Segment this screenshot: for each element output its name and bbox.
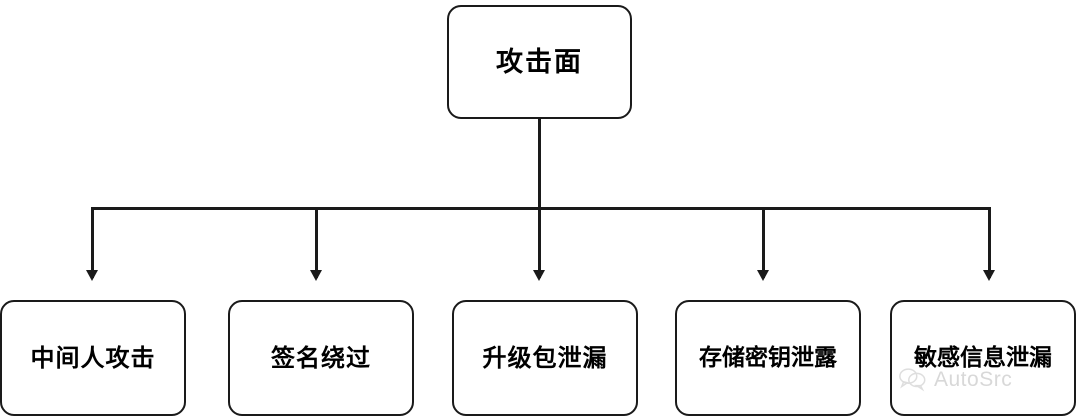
node-root-attack-surface[interactable]: 攻击面 [447,5,632,119]
arrowhead-child-1 [86,270,98,281]
node-child-stored-key-leak[interactable]: 存储密钥泄露 [675,300,861,416]
arrowhead-child-3 [533,270,545,281]
node-child-label: 敏感信息泄漏 [914,344,1052,371]
node-child-label: 升级包泄漏 [482,344,608,372]
node-child-upgrade-package-leak[interactable]: 升级包泄漏 [452,300,638,416]
connector-horizontal-bus [92,207,991,210]
connector-drop-child-5 [988,207,991,278]
node-child-sensitive-info-leak[interactable]: 敏感信息泄漏 [890,300,1076,416]
node-root-label: 攻击面 [496,46,583,78]
node-child-label: 中间人攻击 [30,344,156,372]
connector-drop-child-1 [91,207,94,278]
connector-drop-child-4 [762,207,765,278]
node-child-label: 签名绕过 [271,344,371,372]
node-child-label: 存储密钥泄露 [699,344,837,371]
node-child-signature-bypass[interactable]: 签名绕过 [228,300,414,416]
node-child-man-in-the-middle[interactable]: 中间人攻击 [0,300,186,416]
arrowhead-child-2 [310,270,322,281]
arrowhead-child-5 [983,270,995,281]
connector-drop-child-2 [315,207,318,278]
arrowhead-child-4 [757,270,769,281]
connector-root-stem [538,118,541,278]
